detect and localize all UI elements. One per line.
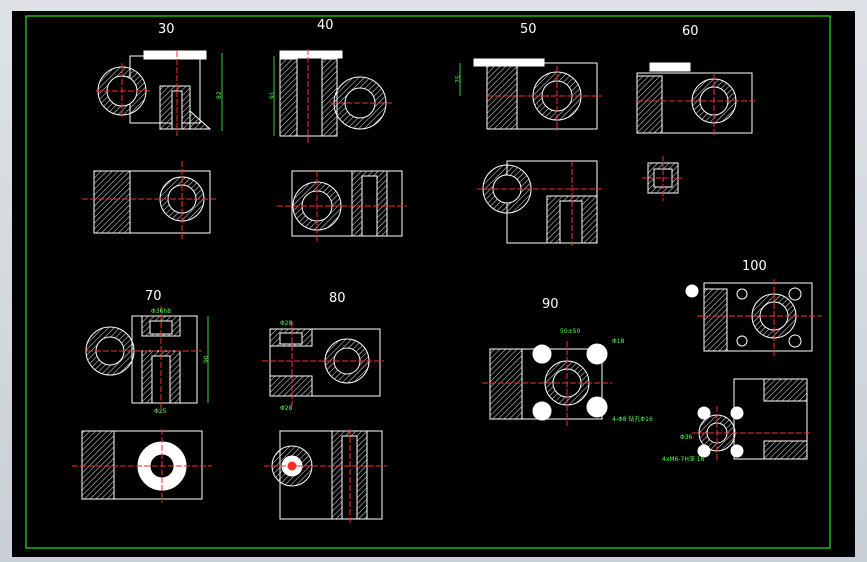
operation-30-group [82,50,223,241]
operation-100-group [685,279,822,461]
operation-80-group [262,321,387,523]
dim-70-bore: Φ36h8 [151,308,171,315]
dim-100-bore: Φ36 [680,434,693,441]
operation-50-label: 50 [520,22,537,37]
dim-50-height: 75 [455,75,462,83]
dim-90-drill: 4-Φ8 钻孔Φ16 [612,415,653,423]
operation-40-group [273,49,407,241]
operation-80-label: 80 [329,291,346,306]
dim-90-hole: Φ18 [612,338,625,345]
dim-80-top: Φ28 [280,320,293,327]
operation-70-group [72,306,212,503]
dim-90-width: 50±50 [560,328,580,335]
dim-40-height: 91 [269,91,276,99]
operation-30-label: 30 [158,22,175,37]
operation-50-group [459,58,602,246]
cad-viewport[interactable]: 30 82 40 91 [12,11,855,557]
operation-40-label: 40 [317,18,334,33]
operation-100-label: 100 [742,259,767,274]
operation-90-label: 90 [542,297,559,312]
operation-90-group [482,341,612,426]
dim-100-thread: 4xM6-7H深 16 [662,455,705,463]
operation-70-label: 70 [145,289,162,304]
dim-70-bottom: Φ25 [154,408,167,415]
operation-60-group [636,62,757,201]
dim-80-bottom: Φ28 [280,405,293,412]
dim-70-height: 90 [203,355,210,363]
operation-60-label: 60 [682,24,699,39]
drawing-canvas: 30 82 40 91 [25,15,831,549]
dim-30-height: 82 [216,91,223,99]
sheet-border [25,15,831,549]
